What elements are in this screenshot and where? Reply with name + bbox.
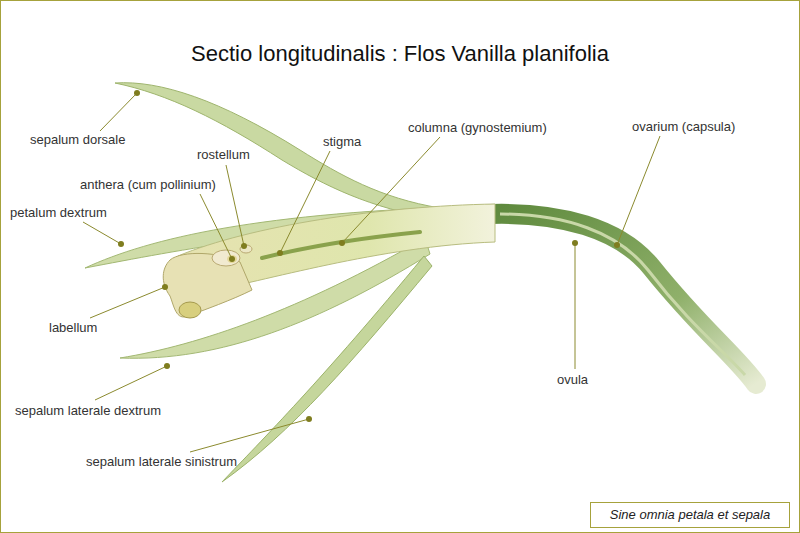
leader-dots — [118, 90, 620, 422]
anther — [212, 250, 240, 266]
part-label: rostellum — [197, 147, 250, 163]
note-text: Sine omnia petala et sepala — [591, 507, 789, 523]
part-label: sepalum laterale dextrum — [15, 403, 161, 419]
part-label: ovarium (capsula) — [632, 119, 735, 135]
part-label: columna (gynostemium) — [408, 120, 547, 136]
part-label: petalum dextrum — [10, 205, 107, 221]
part-label: ovula — [557, 372, 588, 388]
labellum — [163, 253, 252, 317]
ovary — [490, 214, 756, 384]
ovule-line — [500, 214, 745, 375]
part-label: sepalum laterale sinistrum — [86, 454, 237, 470]
diagram-title: Sectio longitudinalis : Flos Vanilla pla… — [0, 40, 800, 68]
leader-lines — [83, 93, 660, 452]
part-label: sepalum dorsale — [30, 132, 125, 148]
part-label: labellum — [49, 320, 97, 336]
part-label: anthera (cum pollinium) — [80, 177, 216, 193]
dorsal-sepal — [115, 83, 440, 219]
stigma-surface — [262, 232, 420, 258]
lateral-sepal-left — [222, 256, 432, 482]
part-label: stigma — [323, 134, 361, 150]
pollinium — [227, 255, 237, 263]
labellum-callus — [179, 302, 201, 318]
note-box: Sine omnia petala et sepala — [590, 502, 790, 528]
